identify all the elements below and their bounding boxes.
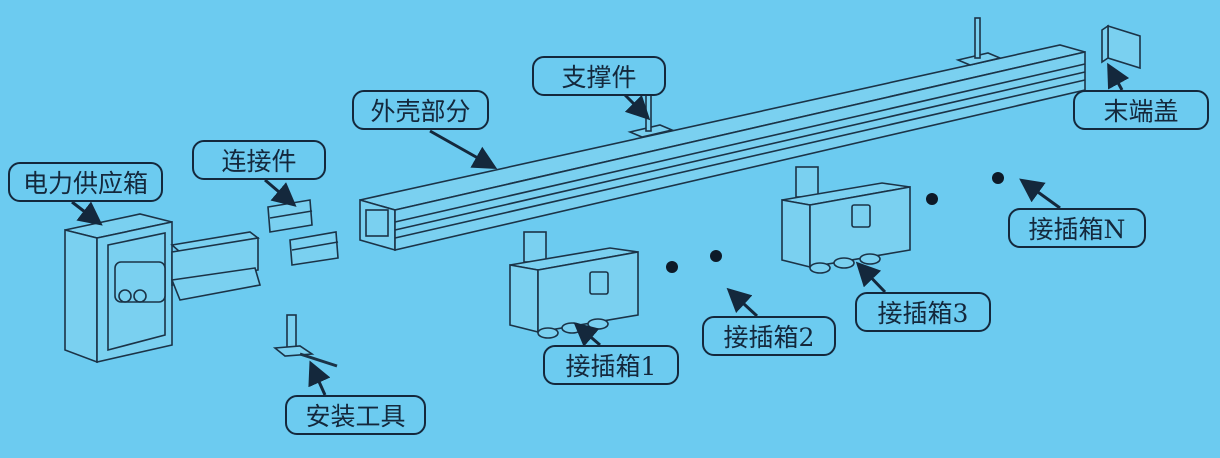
ellipsis-dot: [710, 250, 722, 262]
ellipsis-dot: [666, 261, 678, 273]
ellipsis-dot: [992, 172, 1004, 184]
ellipsis-dot: [926, 193, 938, 205]
label-support: 支撑件: [532, 56, 666, 96]
label-housing: 外壳部分: [352, 90, 489, 130]
leader-arrows: [71, 62, 1130, 396]
label-connector: 连接件: [192, 140, 326, 180]
plug-box-1: [509, 231, 639, 339]
label-install-tool: 安装工具: [285, 395, 426, 435]
end-cap-part: [1101, 24, 1141, 70]
install-tool: [272, 314, 338, 368]
label-plug-box-2: 接插箱2: [702, 316, 836, 356]
label-plug-box-n: 接插箱N: [1008, 208, 1146, 248]
plug-box-3: [781, 166, 911, 274]
housing-rail: [359, 44, 1086, 252]
label-end-cap: 末端盖: [1073, 90, 1209, 130]
power-supply-box: [64, 213, 262, 364]
connector-part: [267, 199, 339, 266]
label-power-supply-box: 电力供应箱: [8, 162, 163, 202]
label-plug-box-1: 接插箱1: [543, 345, 679, 385]
label-plug-box-3: 接插箱3: [855, 292, 991, 332]
